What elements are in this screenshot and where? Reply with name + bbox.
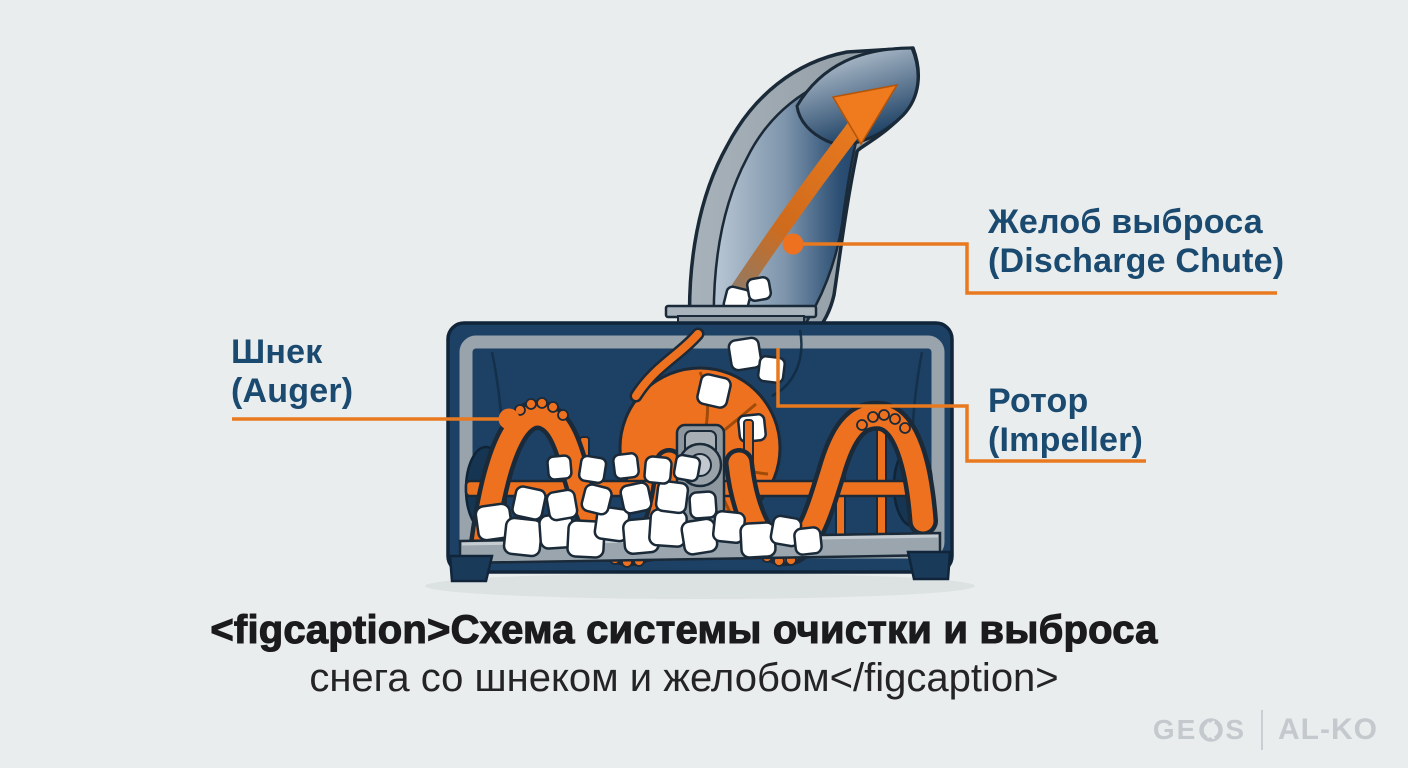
brand-bar: GE S AL-KO xyxy=(1153,710,1378,750)
leader-dot-auger xyxy=(498,408,520,430)
geos-globe-icon xyxy=(1199,718,1224,742)
flow-arrow-head xyxy=(831,83,899,146)
leader-line-impeller xyxy=(776,348,1146,463)
discharge-chute-illustration xyxy=(687,46,920,334)
figure-caption-line1: <figcaption>Схема системы очистки и выбр… xyxy=(210,607,1158,652)
label-discharge-chute-en: (Discharge Chute) xyxy=(988,242,1285,280)
geos-logo-prefix: GE xyxy=(1152,714,1198,745)
label-discharge-chute: Желоб выброса (Discharge Chute) xyxy=(988,203,1284,281)
geos-logo: GE S xyxy=(1153,714,1246,746)
leader-lines xyxy=(232,233,1277,463)
label-auger-en: (Auger) xyxy=(231,372,354,410)
label-auger: Шнек (Auger) xyxy=(231,333,353,411)
label-discharge-chute-ru: Желоб выброса xyxy=(988,203,1263,241)
ground-shadow xyxy=(425,573,975,599)
leader-line-chute xyxy=(802,242,1277,295)
brand-divider xyxy=(1261,710,1264,750)
label-auger-ru: Шнек xyxy=(231,333,323,371)
skid-foot-right xyxy=(906,550,952,581)
label-impeller-ru: Ротор xyxy=(988,382,1089,420)
label-impeller-en: (Impeller) xyxy=(988,421,1144,459)
figure-caption-line2: снега со шнеком и желобом</figcaption> xyxy=(309,656,1059,700)
leader-dot-chute xyxy=(782,233,804,255)
label-impeller: Ротор (Impeller) xyxy=(988,382,1143,460)
snow-cubes xyxy=(474,452,823,559)
alko-logo: AL-KO xyxy=(1278,713,1378,746)
geos-logo-suffix: S xyxy=(1225,714,1247,745)
skid-foot-left xyxy=(448,554,494,583)
figure-caption: <figcaption>Схема системы очистки и выбр… xyxy=(0,606,1368,702)
